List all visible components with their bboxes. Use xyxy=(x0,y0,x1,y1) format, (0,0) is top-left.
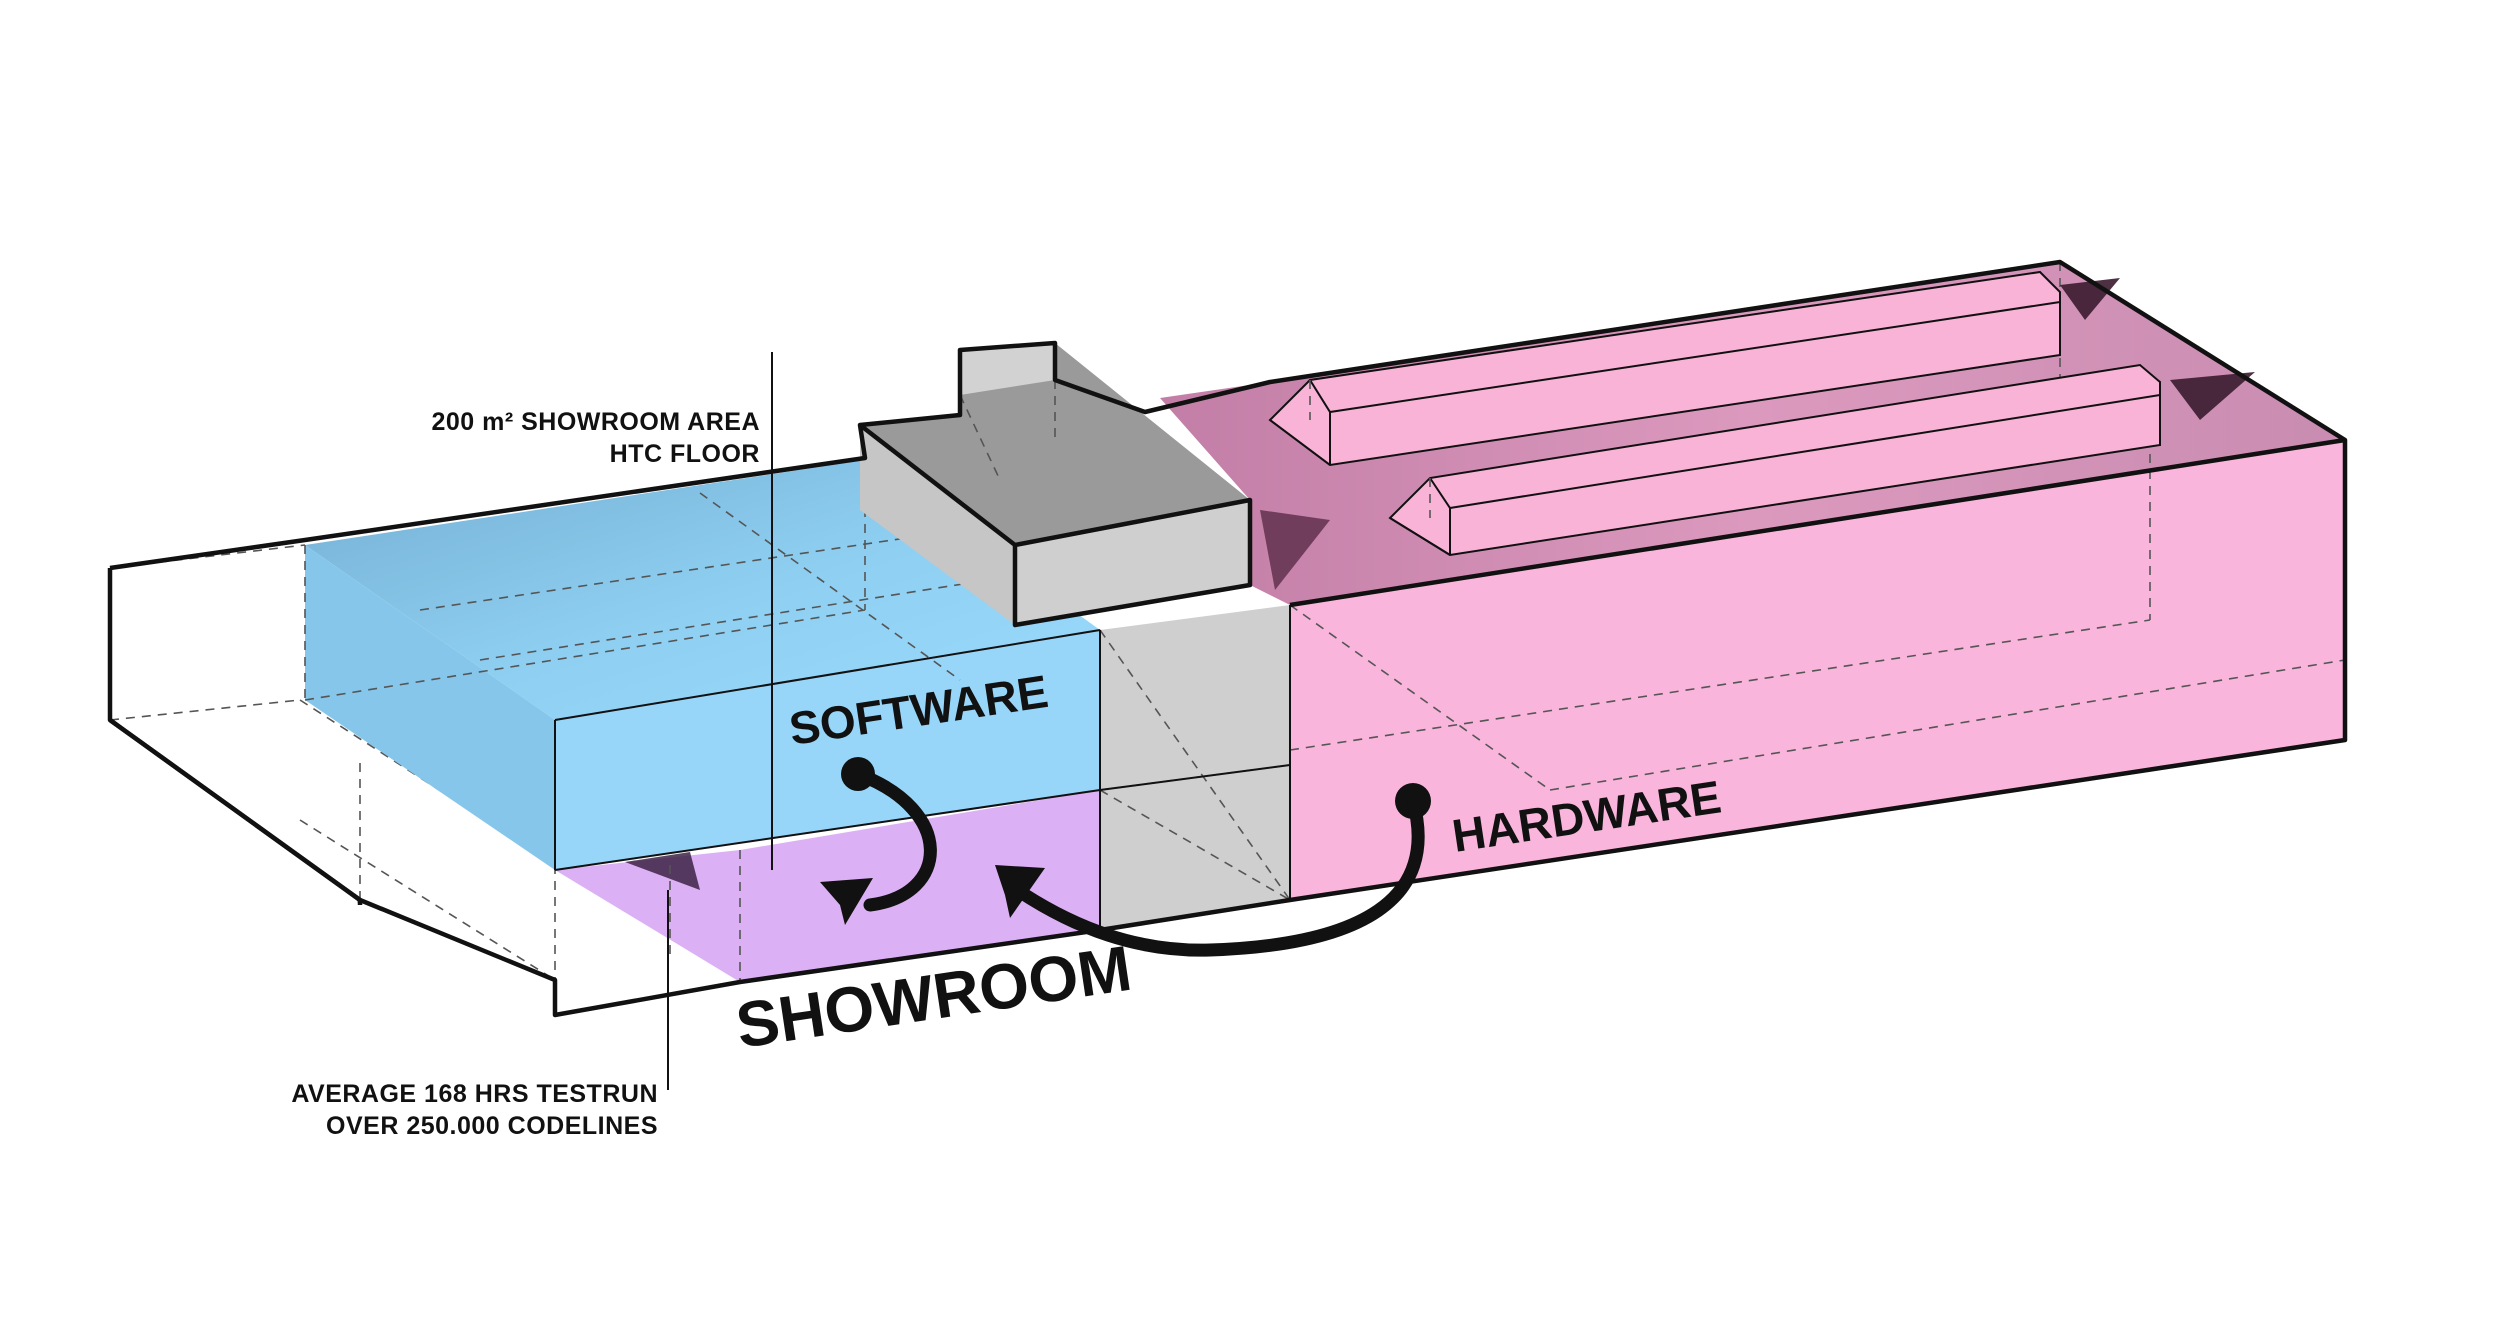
arrowhead-icon xyxy=(820,878,873,925)
flow-arrow-software-to-showroom xyxy=(820,757,937,925)
arrowhead-icon xyxy=(995,865,1045,918)
core-volume xyxy=(860,343,1291,930)
core-front-face xyxy=(1100,605,1290,930)
core-tower-front xyxy=(960,343,1055,395)
flow-arrow-hardware-to-showroom xyxy=(995,783,1431,957)
core-upper-top xyxy=(860,343,1250,545)
core-upper-left xyxy=(860,425,1015,625)
testrun-note-line1: AVERAGE 168 HRS TESTRUN xyxy=(291,1080,658,1108)
showroom-area-note-line2: HTC FLOOR xyxy=(610,440,760,468)
hardware-volume xyxy=(1160,262,2346,900)
building-outline xyxy=(107,259,2348,1018)
software-left-face xyxy=(305,545,555,870)
testrun-note-line2: OVER 250.000 CODELINES xyxy=(326,1112,658,1140)
showroom-shadow xyxy=(625,852,700,890)
showroom-area-note-line1: 200 m² SHOWROOM AREA xyxy=(431,408,760,436)
